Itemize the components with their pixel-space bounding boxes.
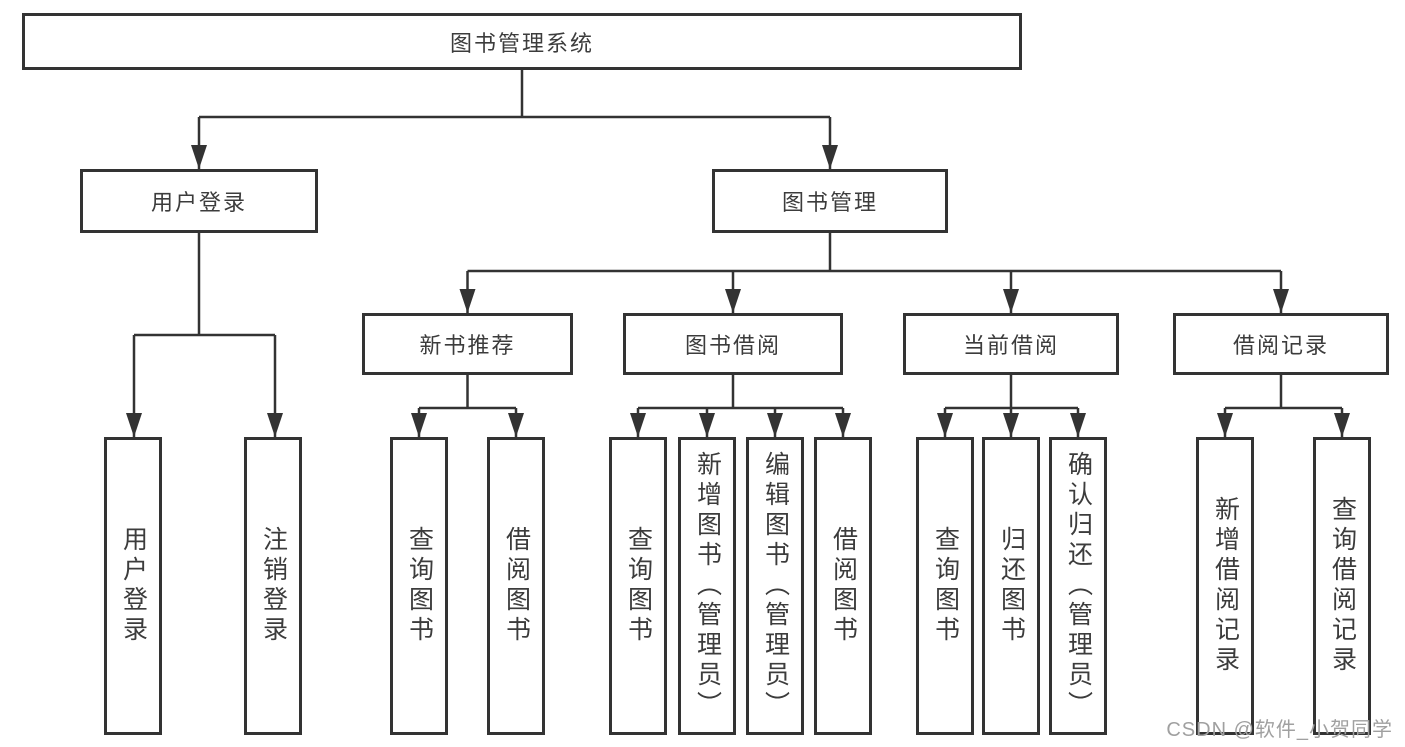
leaf-user-login: 用户登录 [104,437,162,735]
leaf-br-add-record: 新增借阅记录 [1196,437,1254,735]
leaf-bb-add-book-admin: 新增图书（管理员） [678,437,736,735]
leaf-nb-query-books: 查询图书 [390,437,448,735]
section-current-borrow: 当前借阅 [903,313,1119,375]
watermark: CSDN @软件_小贺同学 [1166,719,1393,741]
section-book-borrow: 图书借阅 [623,313,843,375]
leaf-cb-confirm-return-admin: 确认归还（管理员） [1049,437,1107,735]
section-new-book-recommend: 新书推荐 [362,313,573,375]
leaf-cb-return-books: 归还图书 [982,437,1040,735]
leaf-bb-query-books: 查询图书 [609,437,667,735]
node-book-management: 图书管理 [712,169,948,233]
leaf-nb-borrow-books: 借阅图书 [487,437,545,735]
leaf-bb-borrow-books: 借阅图书 [814,437,872,735]
section-borrow-records: 借阅记录 [1173,313,1389,375]
leaf-br-query-record: 查询借阅记录 [1313,437,1371,735]
leaf-cb-query-books: 查询图书 [916,437,974,735]
node-user-login: 用户登录 [80,169,318,233]
node-root: 图书管理系统 [22,13,1022,70]
leaf-logout: 注销登录 [244,437,302,735]
leaf-bb-edit-book-admin: 编辑图书（管理员） [746,437,804,735]
